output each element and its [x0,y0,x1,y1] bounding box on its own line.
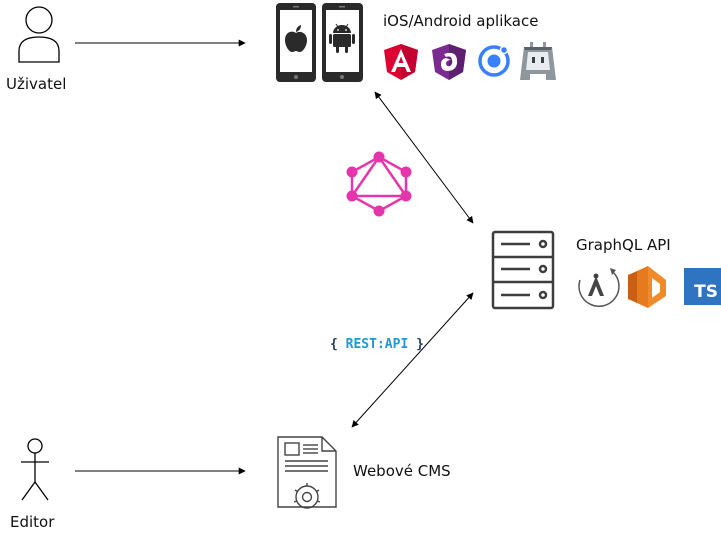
android-icon [329,23,355,53]
api-cms-arrow [351,292,474,428]
apollo-icon [578,268,620,308]
user-label: Uživatel [6,75,67,93]
mobile-app-label: iOS/Android aplikace [383,12,539,30]
cms-label: Webové CMS [353,462,451,480]
editor-label: Editor [10,513,55,531]
server-icon [491,230,555,310]
rest-api-text: REST:API [345,337,409,352]
typescript-badge-text: TS [694,282,718,302]
editor-actor-icon [21,438,49,501]
graphql-icon [346,151,412,217]
rest-api-label: { REST:API } [330,337,424,352]
typescript-icon: TS [684,268,721,305]
api-label: GraphQL API [576,236,671,254]
aws-lambda-icon [628,266,666,308]
ngrx-icon [432,44,466,80]
rest-close-brace: } [416,337,424,352]
angular-icon [384,44,418,80]
apple-icon [285,25,307,52]
cordova-icon [520,42,556,80]
document-gear-icon [277,436,337,509]
apple-phone-icon [276,3,316,82]
user-actor-icon [18,6,60,63]
app-api-arrow [374,91,474,224]
ionic-icon [478,45,510,77]
android-phone-icon [322,3,363,82]
rest-open-brace: { [330,337,338,352]
